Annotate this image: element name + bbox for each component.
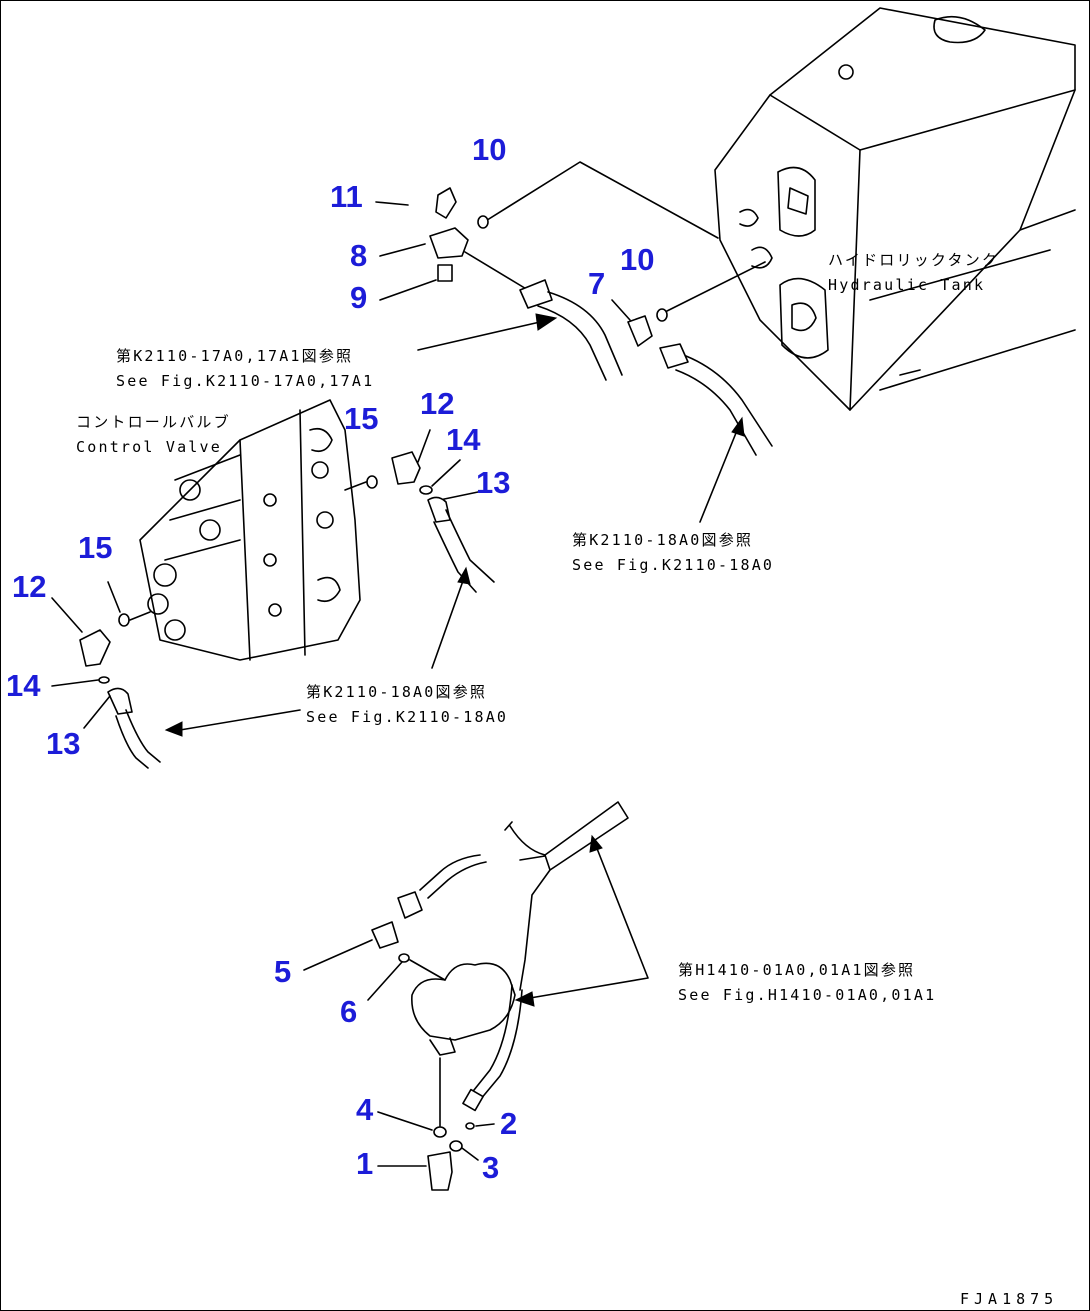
callout-15-left: 15 (78, 530, 113, 565)
arrow-line-18a0-lower-a (431, 577, 465, 669)
part-15-oring-b (118, 613, 130, 627)
hose-fitting-17a0 (519, 279, 553, 309)
leader-8 (379, 243, 426, 257)
callout-14-left: 14 (6, 668, 41, 703)
callout-11: 11 (330, 179, 363, 214)
leader-11 (375, 201, 409, 206)
ref-h1410: 第H1410-01A0,01A1図参照 See Fig.H1410-01A0,0… (678, 958, 936, 1008)
part-2-oring (465, 1122, 475, 1130)
drawing-code: FJA1875 (960, 1290, 1059, 1308)
callout-5: 5 (274, 954, 292, 989)
callout-10-top: 10 (472, 132, 507, 167)
control-valve-drawing (139, 399, 361, 661)
hydraulic-tank-drawing (714, 7, 1076, 411)
part-6-oring (398, 953, 410, 963)
ref-18a0-lower-jp: 第K2110-18A0図参照 (306, 683, 488, 701)
label-hydraulic-tank-jp: ハイドロリックタンク (828, 251, 1000, 269)
leader-2 (475, 1123, 495, 1127)
bottom-assembly-drawing (397, 801, 629, 1127)
leader-12a (417, 429, 431, 463)
label-hydraulic-tank-en: Hydraulic Tank (828, 276, 986, 294)
hose-fitting-18a0-upper (659, 343, 689, 369)
callout-6: 6 (340, 994, 358, 1029)
leader-15b (107, 581, 121, 613)
ref-18a0-upper: 第K2110-18A0図参照 See Fig.K2110-18A0 (572, 528, 774, 578)
part-13-hose-b (107, 687, 133, 715)
leader-9 (379, 279, 437, 301)
label-control-valve-jp: コントロールバルブ (76, 413, 231, 431)
part-8-block (429, 227, 469, 259)
callout-13-left: 13 (46, 726, 81, 761)
callout-14-right: 14 (446, 422, 481, 457)
leader-7 (611, 299, 631, 321)
part-11-elbow (435, 187, 457, 219)
part-7-adapter (627, 315, 653, 347)
callout-13-right: 13 (476, 465, 511, 500)
arrow-line-17a0 (417, 321, 541, 351)
callout-2: 2 (500, 1106, 518, 1141)
callout-4: 4 (356, 1092, 374, 1127)
leader-15a (344, 481, 367, 491)
callout-7: 7 (588, 266, 606, 301)
part-10-oring-b (656, 308, 668, 322)
leader-14a (431, 459, 461, 487)
ref-18a0-lower: 第K2110-18A0図参照 See Fig.K2110-18A0 (306, 680, 508, 730)
leader-4 (377, 1111, 433, 1131)
part-3-oring (449, 1140, 463, 1152)
callout-12-left: 12 (12, 569, 47, 604)
arrow-line-18a0-lower-b (179, 709, 301, 731)
ref-18a0-upper-jp: 第K2110-18A0図参照 (572, 531, 754, 549)
label-hydraulic-tank: ハイドロリックタンク Hydraulic Tank (828, 248, 999, 298)
part-14-oring-a (419, 485, 433, 495)
callout-12-right: 12 (420, 386, 455, 421)
ref-18a0-lower-en: See Fig.K2110-18A0 (306, 708, 509, 726)
leader-10a (483, 161, 719, 239)
ref-h1410-jp: 第H1410-01A0,01A1図参照 (678, 961, 916, 979)
leader-5 (303, 939, 373, 971)
part-15-oring-a (366, 475, 378, 489)
part-5-adapter (371, 921, 399, 949)
ref-17a0-en: See Fig.K2110-17A0,17A1 (116, 372, 375, 390)
ref-17a0: 第K2110-17A0,17A1図参照 See Fig.K2110-17A0,1… (116, 344, 374, 394)
leader-10b (664, 261, 766, 313)
arrow-line-h1410 (529, 845, 649, 999)
leader-13b (83, 695, 111, 729)
callout-10-right: 10 (620, 242, 655, 277)
part-10-oring-a (477, 215, 489, 229)
ref-17a0-jp: 第K2110-17A0,17A1図参照 (116, 347, 354, 365)
callout-3: 3 (482, 1150, 500, 1185)
part-1-sensor (427, 1151, 453, 1191)
part-14-oring-b (98, 676, 110, 684)
label-control-valve: コントロールバルブ Control Valve (76, 410, 231, 460)
leader-3 (461, 1147, 479, 1161)
arrow-line-18a0-upper (699, 427, 739, 523)
leader-12b (51, 597, 83, 633)
part-12-elbow-a (391, 451, 421, 485)
part-4-seal (433, 1126, 447, 1138)
part-9-plug (437, 264, 453, 282)
ref-h1410-en: See Fig.H1410-01A0,01A1 (678, 986, 937, 1004)
callout-1: 1 (356, 1146, 374, 1181)
leader-14b (51, 679, 99, 687)
callout-15-right: 15 (344, 401, 379, 436)
label-control-valve-en: Control Valve (76, 438, 222, 456)
callout-8: 8 (350, 238, 368, 273)
callout-9: 9 (350, 280, 368, 315)
part-12-elbow-b (79, 629, 111, 667)
line-8-hose (464, 251, 529, 291)
ref-18a0-upper-en: See Fig.K2110-18A0 (572, 556, 775, 574)
leader-6 (367, 961, 403, 1001)
